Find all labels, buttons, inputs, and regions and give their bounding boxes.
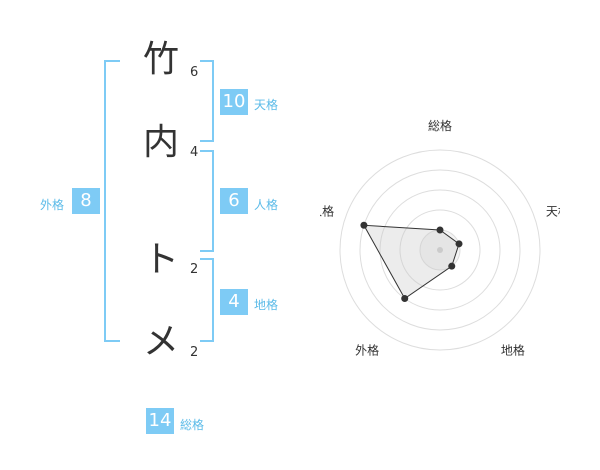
radar-axis-label-2: 天格 bbox=[546, 204, 560, 219]
soukaku-value: 14 bbox=[146, 408, 174, 434]
stroke-count-1: 6 bbox=[190, 65, 199, 80]
jinkaku-label: 人格 bbox=[254, 198, 279, 212]
radar-chart: 総格天格地格 外格 人格 bbox=[320, 118, 560, 357]
radar-ring-5 bbox=[339, 149, 541, 351]
chikaku-bracket bbox=[200, 258, 214, 342]
radar-axis-label-1: 総格 bbox=[428, 118, 452, 133]
radar-ring-4 bbox=[359, 169, 521, 331]
radar-point-4 bbox=[401, 295, 409, 303]
stroke-count-4: 2 bbox=[190, 345, 199, 360]
name-char-1: 竹 bbox=[143, 39, 180, 80]
soukaku-label: 総格 bbox=[180, 418, 205, 432]
radar-axis-label-5: 人格 bbox=[320, 204, 334, 219]
chikaku-label: 地格 bbox=[254, 298, 279, 312]
radar-axis-label-4: 外格 bbox=[355, 342, 379, 357]
name-char-2: 内 bbox=[143, 122, 180, 163]
radar-point-1 bbox=[436, 226, 444, 234]
radar-ring-3 bbox=[379, 189, 501, 311]
radar-point-2 bbox=[455, 240, 463, 248]
name-char-3: ト bbox=[143, 239, 180, 280]
radar-polygon bbox=[363, 224, 460, 300]
gaikaku-value: 8 bbox=[72, 188, 100, 214]
radar-point-3 bbox=[448, 262, 456, 270]
stroke-count-2: 4 bbox=[190, 145, 199, 160]
gaikaku-bracket bbox=[104, 60, 120, 342]
radar-axis-label-3: 地格 bbox=[501, 342, 525, 357]
chikaku-value: 4 bbox=[220, 289, 248, 315]
radar-center bbox=[437, 247, 443, 253]
stroke-count-3: 2 bbox=[190, 262, 199, 277]
name-char-4: メ bbox=[143, 321, 180, 362]
jinkaku-value: 6 bbox=[220, 188, 248, 214]
jinkaku-bracket bbox=[200, 150, 214, 252]
tenkaku-bracket bbox=[200, 60, 214, 142]
radar-point-5 bbox=[360, 221, 368, 229]
tenkaku-value: 10 bbox=[220, 89, 248, 115]
tenkaku-label: 天格 bbox=[254, 98, 279, 112]
gaikaku-label: 外格 bbox=[40, 198, 65, 212]
radar-ring-2 bbox=[399, 209, 481, 291]
